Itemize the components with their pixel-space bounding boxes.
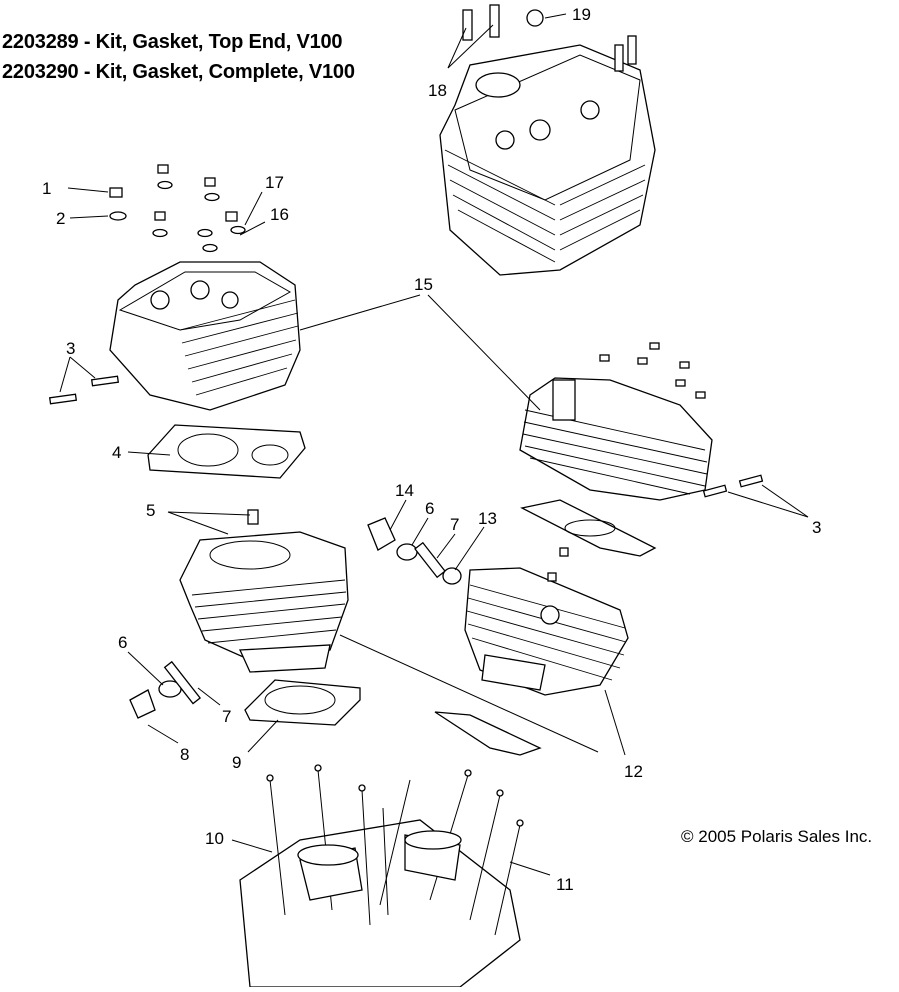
callout-11: 11 — [556, 875, 574, 894]
callout-3-right: 3 — [812, 518, 821, 537]
dowel-pins-left — [48, 375, 120, 405]
callout-5: 5 — [146, 501, 155, 520]
callout-7-upper: 7 — [450, 515, 459, 534]
callout-8: 8 — [180, 745, 189, 764]
nuts-and-washers — [109, 164, 246, 253]
head-gasket-rear — [520, 499, 657, 557]
front-cylinder-head — [109, 261, 301, 411]
callout-7-lower: 7 — [222, 707, 231, 726]
rear-cylinder-head-lower — [519, 342, 764, 501]
base-gasket-rear — [434, 711, 542, 756]
callout-9: 9 — [232, 753, 241, 772]
callout-3-left: 3 — [66, 339, 75, 358]
crankcase-studs-pistons — [239, 764, 524, 988]
base-gasket-front — [244, 679, 361, 726]
callout-1: 1 — [42, 179, 51, 198]
kit-label-complete: 2203290 - Kit, Gasket, Complete, V100 — [2, 61, 355, 83]
oil-fitting-set-upper — [367, 517, 462, 585]
callout-6-upper: 6 — [425, 499, 434, 518]
callout-17: 17 — [265, 173, 284, 192]
copyright-notice: © 2005 Polaris Sales Inc. — [681, 827, 873, 846]
callout-labels: 1 2 3 4 5 6 7 8 9 10 11 12 13 14 6 7 15 … — [42, 5, 821, 894]
callout-15: 15 — [414, 275, 433, 294]
callout-14: 14 — [395, 481, 414, 500]
leader-lines — [59, 13, 809, 876]
front-cylinder — [179, 509, 349, 673]
callout-10: 10 — [205, 829, 224, 848]
callout-16: 16 — [270, 205, 289, 224]
rear-cylinder-head — [439, 4, 656, 276]
callout-6-lower: 6 — [118, 633, 127, 652]
callout-12: 12 — [624, 762, 643, 781]
kit-label-top-end: 2203289 - Kit, Gasket, Top End, V100 — [2, 31, 343, 53]
callout-2: 2 — [56, 209, 65, 228]
callout-19: 19 — [572, 5, 591, 24]
oil-fitting-set-lower — [129, 660, 202, 719]
rear-cylinder — [464, 547, 629, 696]
callout-4: 4 — [112, 443, 121, 462]
callout-18: 18 — [428, 81, 447, 100]
callout-13: 13 — [478, 509, 497, 528]
head-gasket-front — [147, 424, 306, 479]
